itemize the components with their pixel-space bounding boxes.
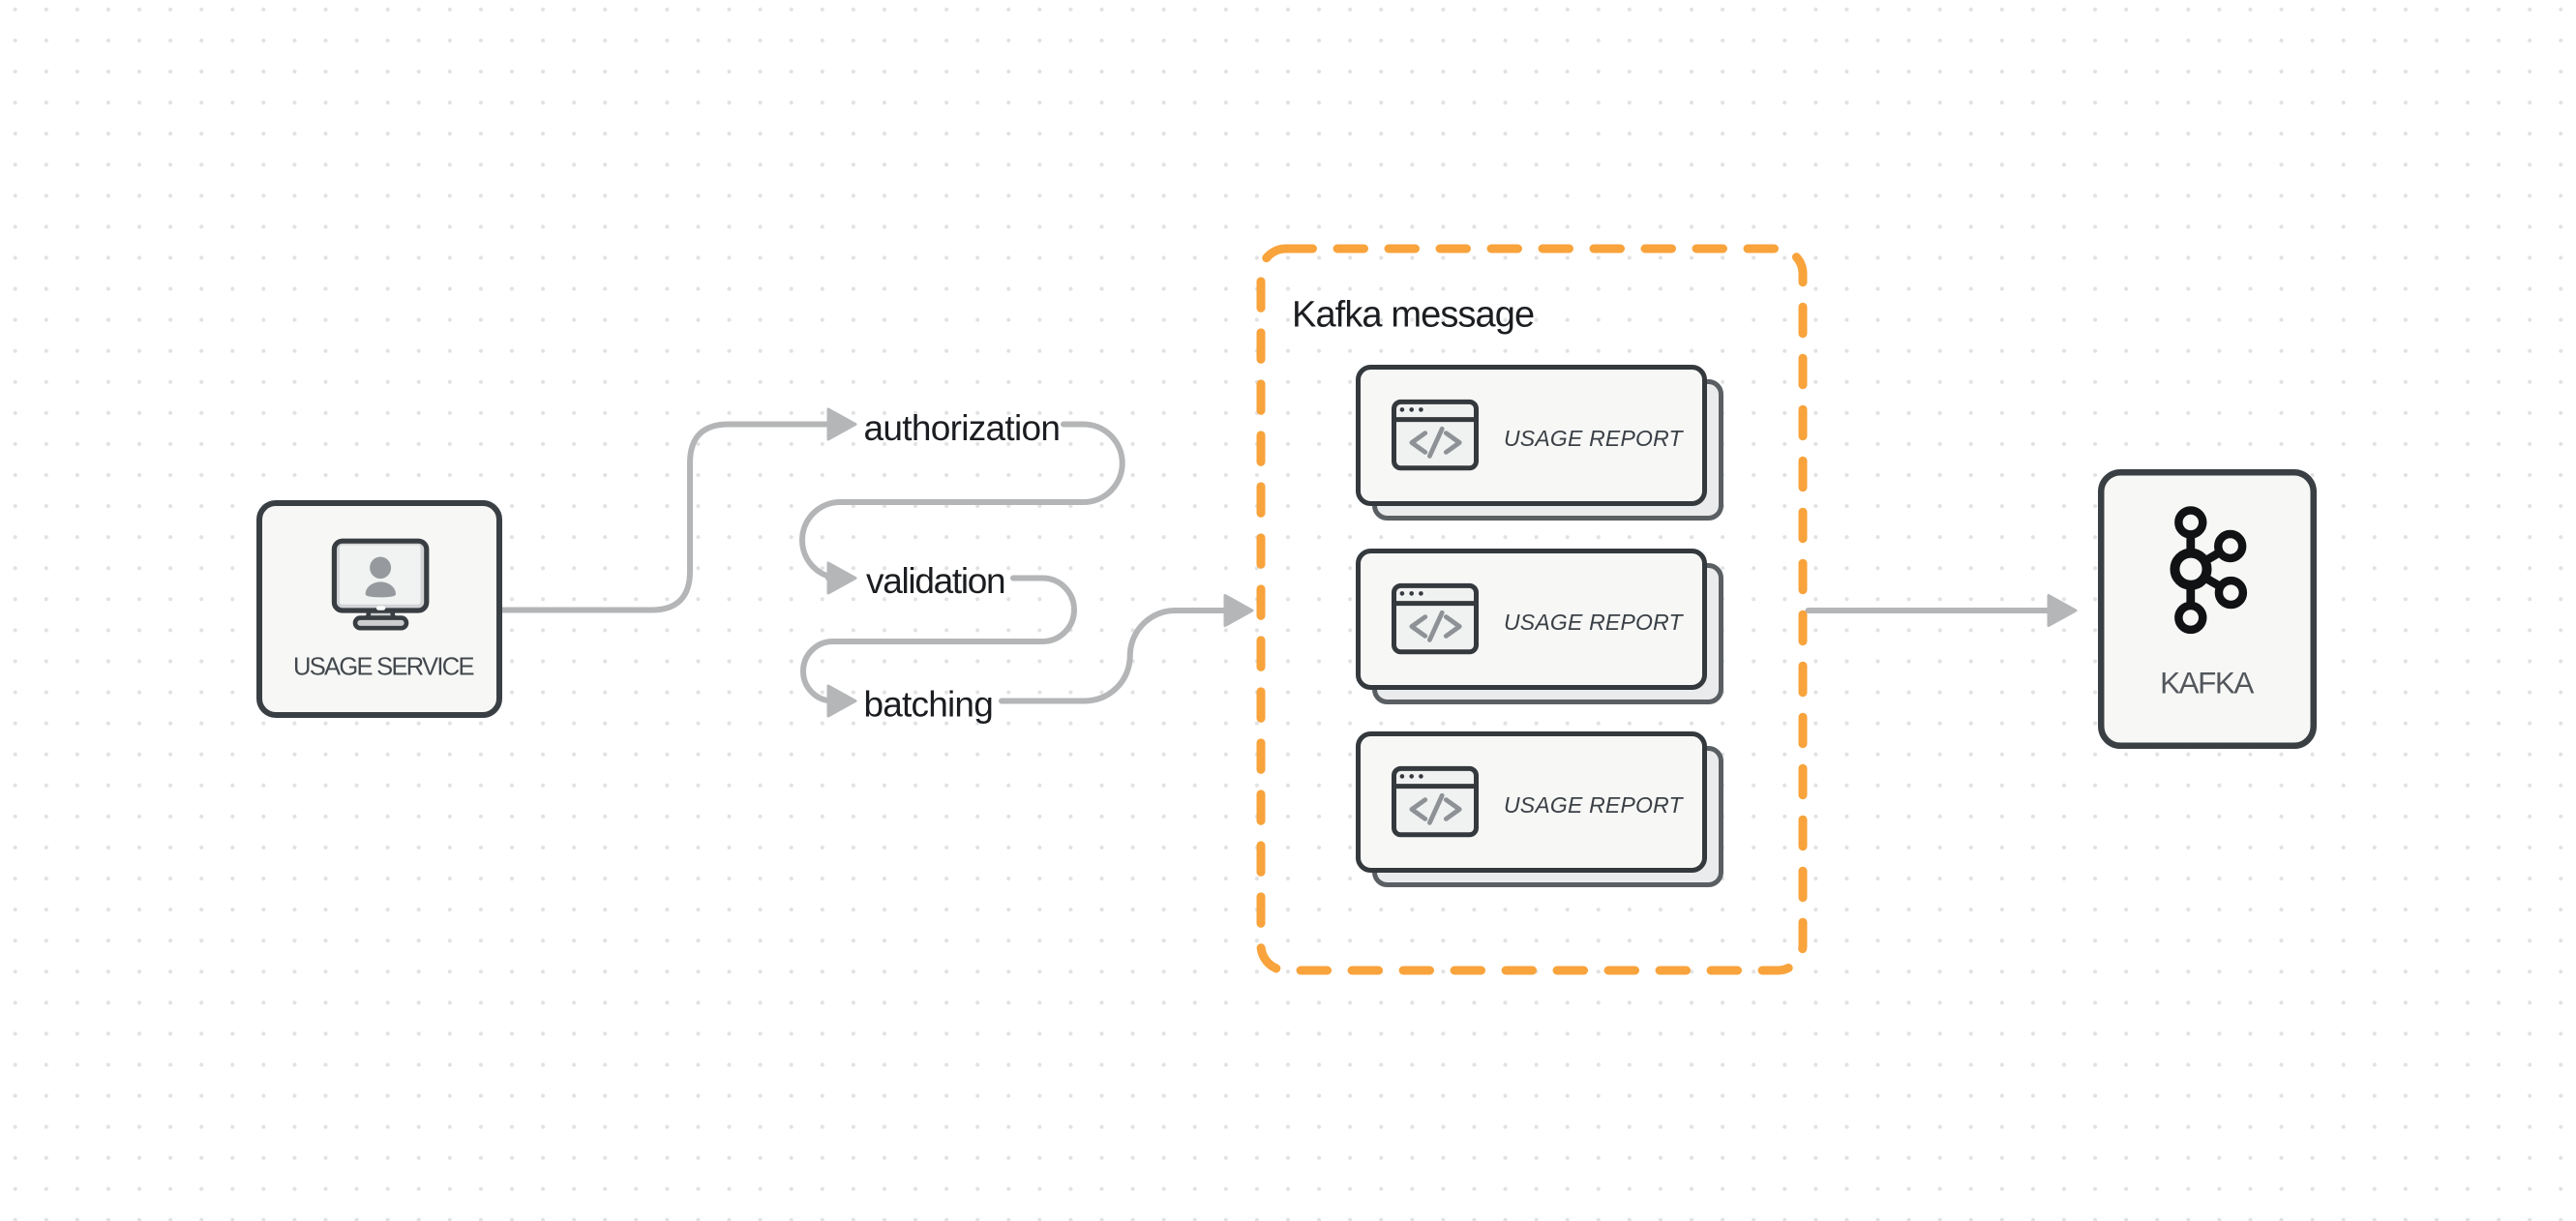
svg-text:authorization: authorization [864, 408, 1061, 448]
svg-text:USAGE REPORT: USAGE REPORT [1504, 426, 1684, 451]
svg-text:USAGE REPORT: USAGE REPORT [1504, 610, 1684, 635]
svg-text:USAGE REPORT: USAGE REPORT [1504, 792, 1684, 818]
svg-text:batching: batching [864, 685, 994, 725]
svg-text:validation: validation [866, 561, 1004, 601]
svg-text:Kafka message: Kafka message [1292, 295, 1534, 336]
svg-text:KAFKA: KAFKA [2160, 666, 2254, 700]
svg-text:USAGE SERVICE: USAGE SERVICE [293, 654, 473, 681]
